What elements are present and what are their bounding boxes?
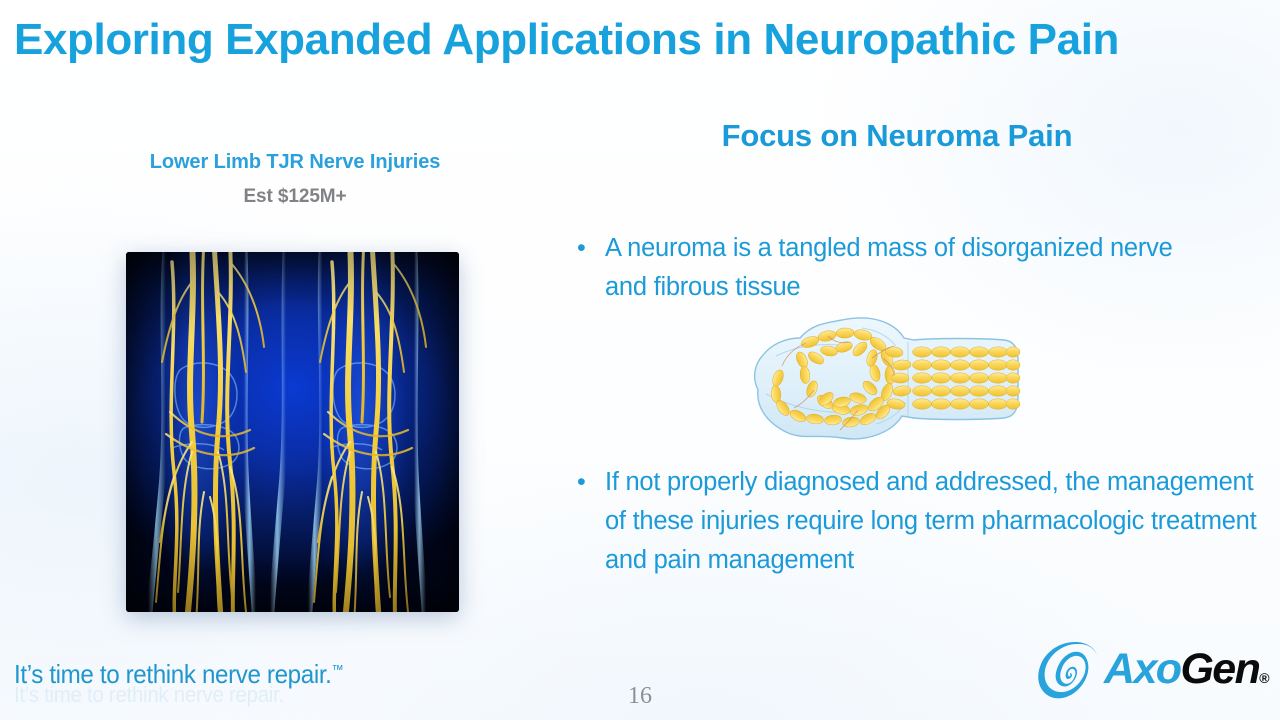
trademark-icon: ™: [331, 662, 344, 677]
axogen-wordmark: AxoGen®: [1104, 644, 1270, 693]
anatomy-image-canvas: [126, 252, 459, 612]
left-column: Lower Limb TJR Nerve Injuries Est $125M+: [60, 150, 530, 208]
axogen-swirl-icon: [1038, 642, 1097, 699]
lower-limb-nerve-anatomy-image: [126, 252, 459, 612]
nerve-anatomy-illustration: [146, 252, 428, 612]
right-column-heading: Focus on Neuroma Pain: [721, 118, 1073, 153]
list-item: • If not properly diagnosed and addresse…: [577, 463, 1257, 579]
bullet-text: If not properly diagnosed and addressed,…: [605, 468, 1257, 574]
left-column-subheading: Est $125M+: [243, 186, 347, 207]
bullet-dot-icon: •: [577, 234, 586, 262]
axogen-logo: AxoGen®: [1036, 634, 1270, 704]
left-column-heading: Lower Limb TJR Nerve Injuries: [149, 151, 441, 173]
list-item: • A neuroma is a tangled mass of disorga…: [577, 229, 1217, 307]
bullet-dot-icon: •: [577, 468, 586, 496]
neuroma-diagram-graphic: [753, 317, 1021, 440]
logo-axo-text: Axo: [1104, 644, 1182, 693]
bullet-text: A neuroma is a tangled mass of disorgani…: [605, 234, 1173, 301]
right-column: Focus on Neuroma Pain • A neuroma is a t…: [556, 118, 1257, 574]
logo-gen-text: Gen: [1180, 644, 1260, 693]
registered-trademark-icon: ®: [1259, 669, 1270, 686]
neuroma-illustration: [742, 312, 1024, 444]
slide-title: Exploring Expanded Applications in Neuro…: [14, 15, 1119, 64]
